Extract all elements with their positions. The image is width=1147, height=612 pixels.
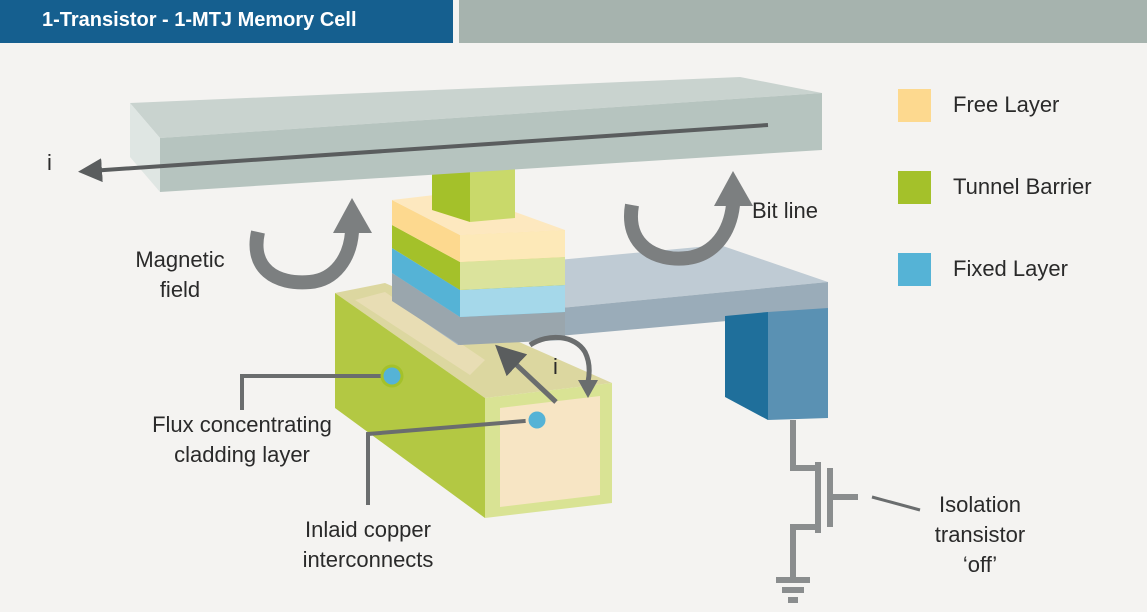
flux-callout-dot — [380, 364, 404, 388]
isolation-leader-line — [871, 495, 921, 512]
magnetic-field-arrow-left — [249, 230, 359, 290]
inlaid-callout-dot — [525, 408, 549, 432]
mtj-stack — [392, 165, 565, 345]
current-label-top: i — [47, 150, 52, 175]
inlaid-leader-line — [366, 418, 538, 505]
header-title-bar: 1-Transistor - 1-MTJ Memory Cell — [0, 0, 453, 43]
transistor-via — [725, 308, 828, 420]
magnetic-field-arrow-right — [624, 203, 740, 266]
flux-leader-line — [240, 374, 392, 410]
inlaid-copper-label: Inlaid copper interconnects — [302, 517, 434, 572]
page-title: 1-Transistor - 1-MTJ Memory Cell — [42, 9, 357, 31]
header-right-bar — [459, 0, 1147, 43]
current-arrow-top — [78, 123, 769, 183]
legend-swatch-fixed-layer — [898, 253, 931, 286]
cladding-block — [335, 283, 612, 518]
flux-concentrating-label: Flux concentrating cladding layer — [152, 412, 332, 467]
current-arrow-bottom — [495, 344, 558, 404]
legend-swatch-tunnel-barrier — [898, 171, 931, 204]
bit-line-label: Bit line — [752, 198, 819, 223]
legend-label-fixed-layer: Fixed Layer — [953, 256, 1068, 281]
isolation-transistor-symbol — [776, 420, 858, 603]
isolation-transistor-label: Isolation transistor ‘off’ — [934, 492, 1026, 577]
current-label-bottom: i — [553, 354, 558, 379]
magnetic-field-label: Magnetic field — [135, 247, 225, 302]
copper-interconnect — [500, 396, 600, 507]
magnetic-field-arrow-small — [528, 334, 592, 383]
legend-swatch-free-layer — [898, 89, 931, 122]
legend-label-tunnel-barrier: Tunnel Barrier — [953, 174, 1092, 199]
legend-label-free-layer: Free Layer — [953, 92, 1060, 117]
